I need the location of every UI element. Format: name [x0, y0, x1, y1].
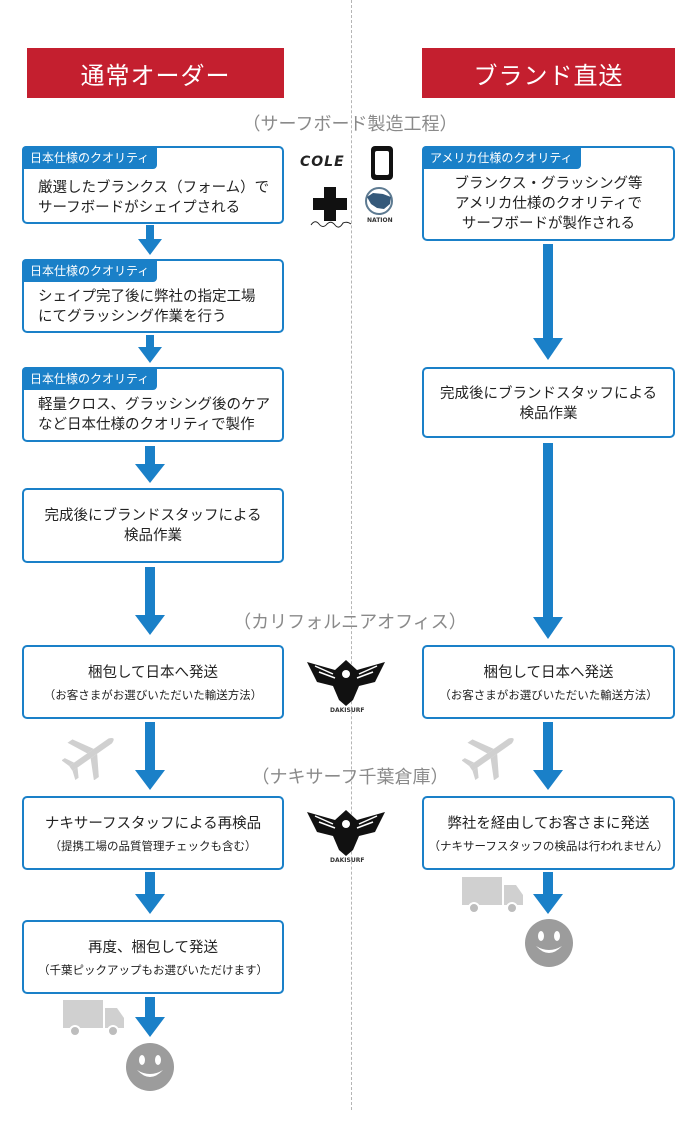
step-text-line1: 梱包して日本へ発送 [483, 665, 614, 681]
step-text-line2: サーフボードがシェイプされる [38, 200, 241, 216]
signature-logo-icon [310, 221, 352, 228]
step-text-line1: 厳選したブランクス（フォーム）で [38, 180, 270, 196]
smiley-icon [525, 919, 573, 967]
down-arrow-icon [533, 872, 563, 914]
eagle-logo-icon [307, 810, 385, 856]
quality-tag: 日本仕様のクオリティ [22, 146, 158, 169]
step-text-line2: 検品作業 [519, 406, 578, 422]
left-step-finishing: 日本仕様のクオリティ 軽量クロス、グラッシング後のケア など日本仕様のクオリティ… [22, 367, 284, 442]
step-text-line1: 弊社を経由してお客さまに発送 [447, 816, 650, 832]
cross-logo-icon [313, 187, 347, 221]
header-brand-direct: ブランド直送 [422, 48, 675, 98]
truck-icon [462, 877, 523, 914]
section-chiba-warehouse: （ナキサーフ千葉倉庫） [251, 767, 449, 788]
center-divider [351, 0, 352, 1110]
step-subtext: （提携工場の品質管理チェックも含む） [49, 839, 257, 853]
down-arrow-icon [135, 722, 165, 790]
step-text-line1: ナキサーフスタッフによる再検品 [44, 816, 262, 832]
step-text-line1: ブランクス・グラッシング等 [454, 176, 643, 192]
left-step-inspection: 完成後にブランドスタッフによる 検品作業 [22, 488, 284, 563]
step-text-line1: 軽量クロス、グラッシング後のケア [38, 397, 270, 413]
quality-tag: 日本仕様のクオリティ [22, 259, 158, 282]
right-step-inspection: 完成後にブランドスタッフによる 検品作業 [422, 367, 675, 438]
down-arrow-icon [533, 443, 563, 639]
right-step-ship-japan: 梱包して日本へ発送 （お客さまがお選びいただいた輸送方法） [422, 645, 675, 719]
step-subtext: （お客さまがお選びいただいた輸送方法） [439, 688, 658, 702]
down-arrow-icon [138, 225, 162, 255]
step-text-line2: など日本仕様のクオリティで製作 [38, 417, 255, 433]
header-normal-order: 通常オーダー [27, 48, 284, 98]
truck-icon [63, 1000, 124, 1037]
down-arrow-icon [138, 335, 162, 363]
step-text-line1: 梱包して日本へ発送 [87, 665, 219, 681]
section-manufacturing: （サーフボード製造工程） [242, 114, 458, 135]
step-text-line1: シェイプ完了後に弊社の指定工場 [38, 289, 256, 305]
down-arrow-icon [533, 244, 563, 360]
nation-logo-label: NATION [367, 217, 393, 224]
right-step-production: アメリカ仕様のクオリティ ブランクス・グラッシング等 アメリカ仕様のクオリティで… [422, 146, 675, 241]
left-step-shape: 日本仕様のクオリティ 厳選したブランクス（フォーム）で サーフボードがシェイプさ… [22, 146, 284, 224]
step-subtext: （お客さまがお選びいただいた輸送方法） [43, 688, 263, 702]
nation-map-icon [365, 187, 393, 215]
dakisurf-logo-label: DAKISURF [330, 857, 365, 864]
down-arrow-icon [135, 872, 165, 914]
down-arrow-icon [533, 722, 563, 790]
eagle-logo-icon [307, 660, 385, 706]
step-text-line3: サーフボードが製作される [461, 216, 636, 232]
board-logo-icon [371, 146, 393, 180]
left-step-ship-japan: 梱包して日本へ発送 （お客さまがお選びいただいた輸送方法） [22, 645, 284, 719]
step-text-line1: 再度、梱包して発送 [87, 940, 219, 956]
airplane-icon [462, 738, 514, 780]
right-step-deliver: 弊社を経由してお客さまに発送 （ナキサーフスタッフの検品は行われません） [422, 796, 675, 870]
down-arrow-icon [135, 446, 165, 483]
step-text-line1: 完成後にブランドスタッフによる [439, 386, 658, 402]
left-step-reship: 再度、梱包して発送 （千葉ピックアップもお選びいただけます） [22, 920, 284, 994]
step-subtext: （千葉ピックアップもお選びいただけます） [38, 963, 268, 977]
section-california-office: （カリフォルニアオフィス） [233, 612, 467, 633]
step-text-line1: 完成後にブランドスタッフによる [44, 508, 262, 524]
left-step-reinspection: ナキサーフスタッフによる再検品 （提携工場の品質管理チェックも含む） [22, 796, 284, 870]
step-subtext: （ナキサーフスタッフの検品は行われません） [428, 839, 669, 853]
cole-logo: COLE [300, 154, 345, 170]
down-arrow-icon [135, 997, 165, 1037]
step-text-line2: アメリカ仕様のクオリティで [455, 196, 642, 212]
down-arrow-icon [135, 567, 165, 635]
airplane-icon [62, 738, 114, 780]
quality-tag: 日本仕様のクオリティ [22, 367, 158, 390]
quality-tag: アメリカ仕様のクオリティ [422, 146, 581, 169]
left-step-glassing: 日本仕様のクオリティ シェイプ完了後に弊社の指定工場 にてグラッシング作業を行う [22, 259, 284, 333]
smiley-icon [126, 1043, 174, 1091]
step-text-line2: 検品作業 [124, 528, 182, 544]
step-text-line2: にてグラッシング作業を行う [38, 309, 227, 325]
dakisurf-logo-label: DAKISURF [330, 707, 365, 714]
